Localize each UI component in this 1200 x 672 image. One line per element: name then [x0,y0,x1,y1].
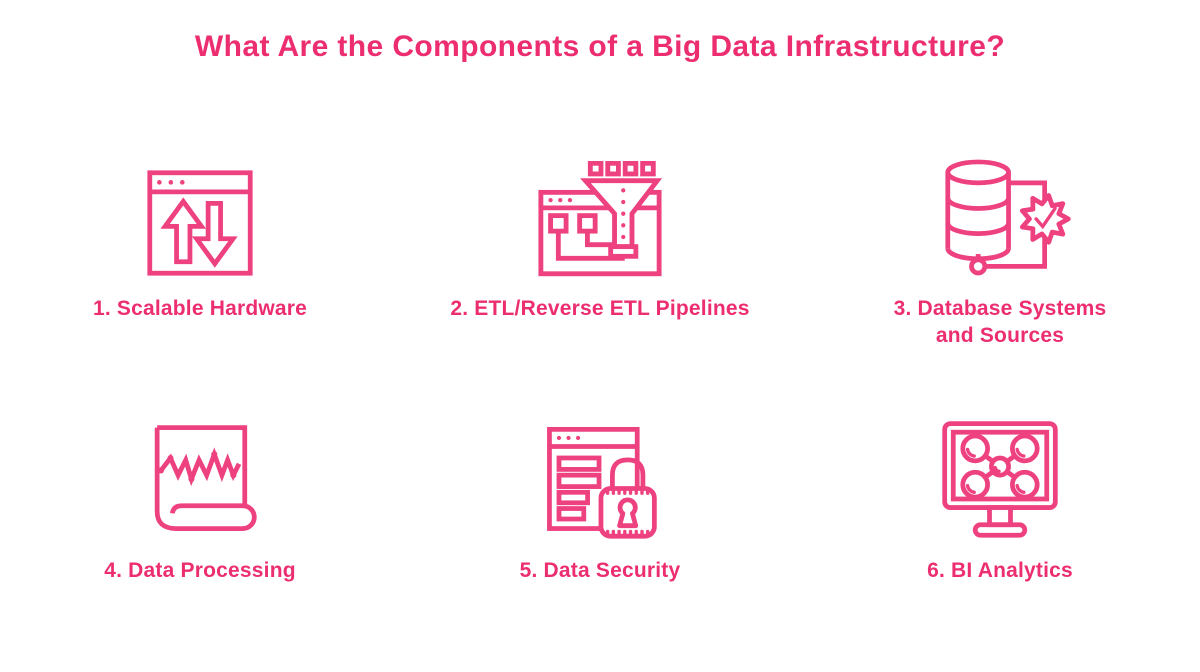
data-security-icon [538,400,662,540]
component-scalable-hardware: 1. Scalable Hardware [0,64,400,350]
component-label: 4. Data Processing [104,558,296,582]
component-label: 1. Scalable Hardware [92,297,308,320]
infographic-page: What Are the Components of a Big Data In… [0,30,1200,672]
scalable-hardware-icon [145,133,255,278]
data-processing-icon [138,400,262,540]
component-label: 6. BI Analytics [927,558,1073,582]
component-data-security: 5. Data Security [400,350,800,585]
component-label: 2. ETL/Reverse ETL Pipelines [450,297,750,320]
etl-pipelines-icon [537,133,663,278]
component-etl-pipelines: 2. ETL/Reverse ETL Pipelines [400,64,800,350]
page-title: What Are the Components of a Big Data In… [194,30,1006,63]
component-bi-analytics: 6. BI Analytics [800,350,1200,585]
database-systems-icon [925,133,1075,278]
component-label: 5. Data Security [519,558,681,582]
component-data-processing: 4. Data Processing [0,350,400,585]
bi-analytics-icon [933,400,1067,540]
components-grid: 1. Scalable Hardware [0,64,1200,585]
